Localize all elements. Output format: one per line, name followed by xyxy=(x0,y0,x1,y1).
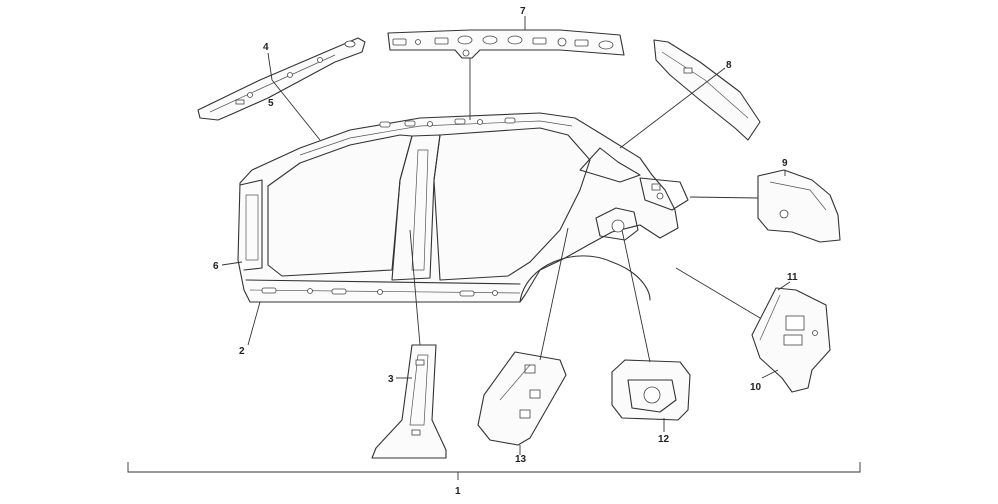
callout-10: 10 xyxy=(750,382,762,393)
roof-side-rail xyxy=(387,29,625,59)
callout-2: 2 xyxy=(239,346,245,357)
body-side-outer-panel xyxy=(237,112,689,303)
callout-6: 6 xyxy=(213,261,219,272)
a-pillar-upper-reinforcement xyxy=(197,37,366,121)
callout-7: 7 xyxy=(520,6,526,17)
callout-13: 13 xyxy=(515,454,527,465)
callout-12: 12 xyxy=(658,434,670,445)
rear-roof-rail-extension xyxy=(653,39,761,141)
callout-8: 8 xyxy=(726,60,732,71)
callout-11: 11 xyxy=(787,272,798,283)
fuel-filler-housing xyxy=(611,359,691,421)
rear-wheelhouse-reinforcement xyxy=(751,287,831,393)
fuel-filler-recess xyxy=(595,207,639,241)
callout-5: 5 xyxy=(268,98,274,109)
b-pillar-inner xyxy=(371,344,447,459)
callout-4: 4 xyxy=(263,42,269,53)
leader-lines xyxy=(127,16,861,480)
callout-3: 3 xyxy=(388,374,394,385)
rear-corner-bracket xyxy=(757,169,841,243)
rear-pillar-inner xyxy=(477,351,567,446)
callout-9: 9 xyxy=(782,158,788,169)
callout-1: 1 xyxy=(455,486,461,497)
